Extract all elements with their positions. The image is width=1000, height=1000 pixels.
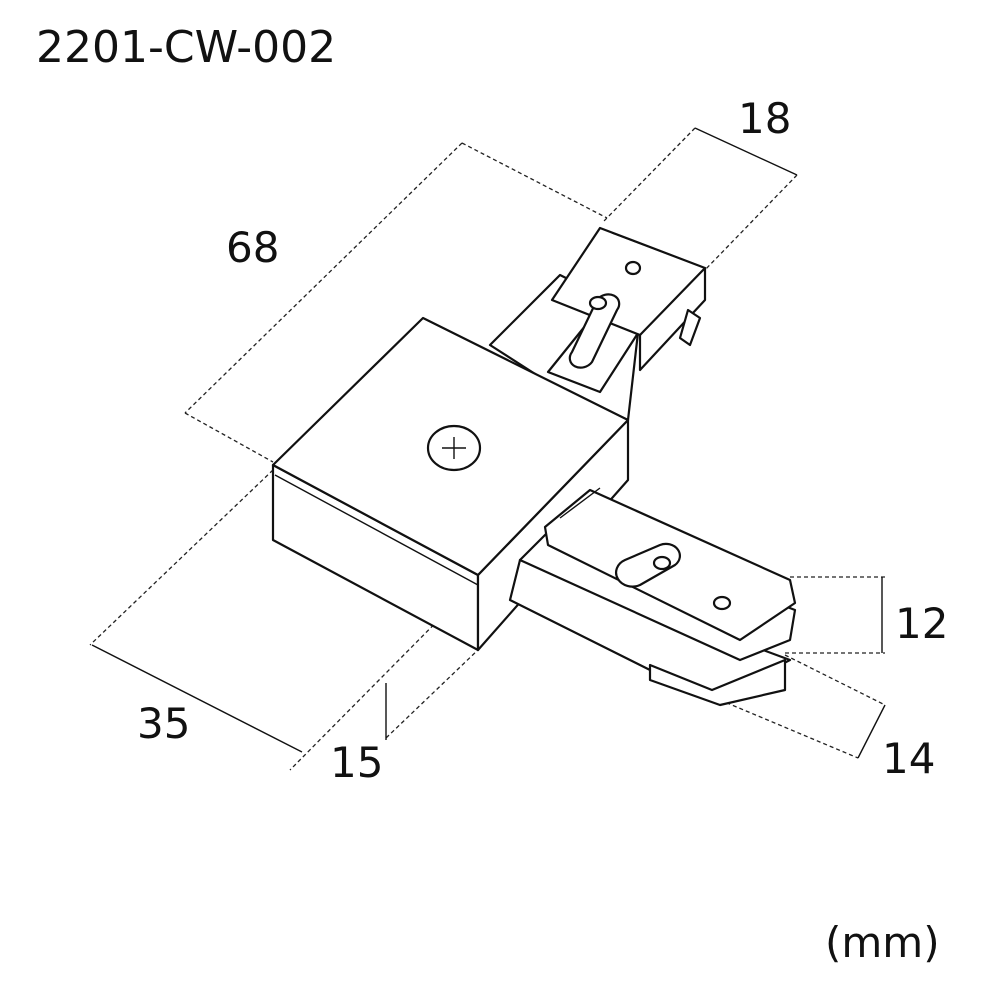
dimension-68: 68 — [184, 142, 608, 463]
screw-icon — [426, 424, 482, 472]
label-12: 12 — [895, 599, 948, 648]
unit-label: (mm) — [825, 918, 940, 967]
part-number: 2201-CW-002 — [36, 22, 336, 73]
upper-arm — [488, 226, 707, 422]
dimension-35: 35 — [89, 469, 479, 771]
label-68: 68 — [226, 223, 279, 272]
dimension-12: 12 — [785, 576, 948, 654]
dimension-15: 15 — [330, 647, 481, 787]
label-15: 15 — [330, 738, 383, 787]
label-18: 18 — [738, 94, 791, 143]
label-14: 14 — [882, 734, 935, 783]
dimension-18: 18 — [602, 94, 798, 273]
dimension-14: 14 — [719, 654, 935, 783]
label-35: 35 — [137, 699, 190, 748]
lower-arm — [508, 487, 797, 707]
